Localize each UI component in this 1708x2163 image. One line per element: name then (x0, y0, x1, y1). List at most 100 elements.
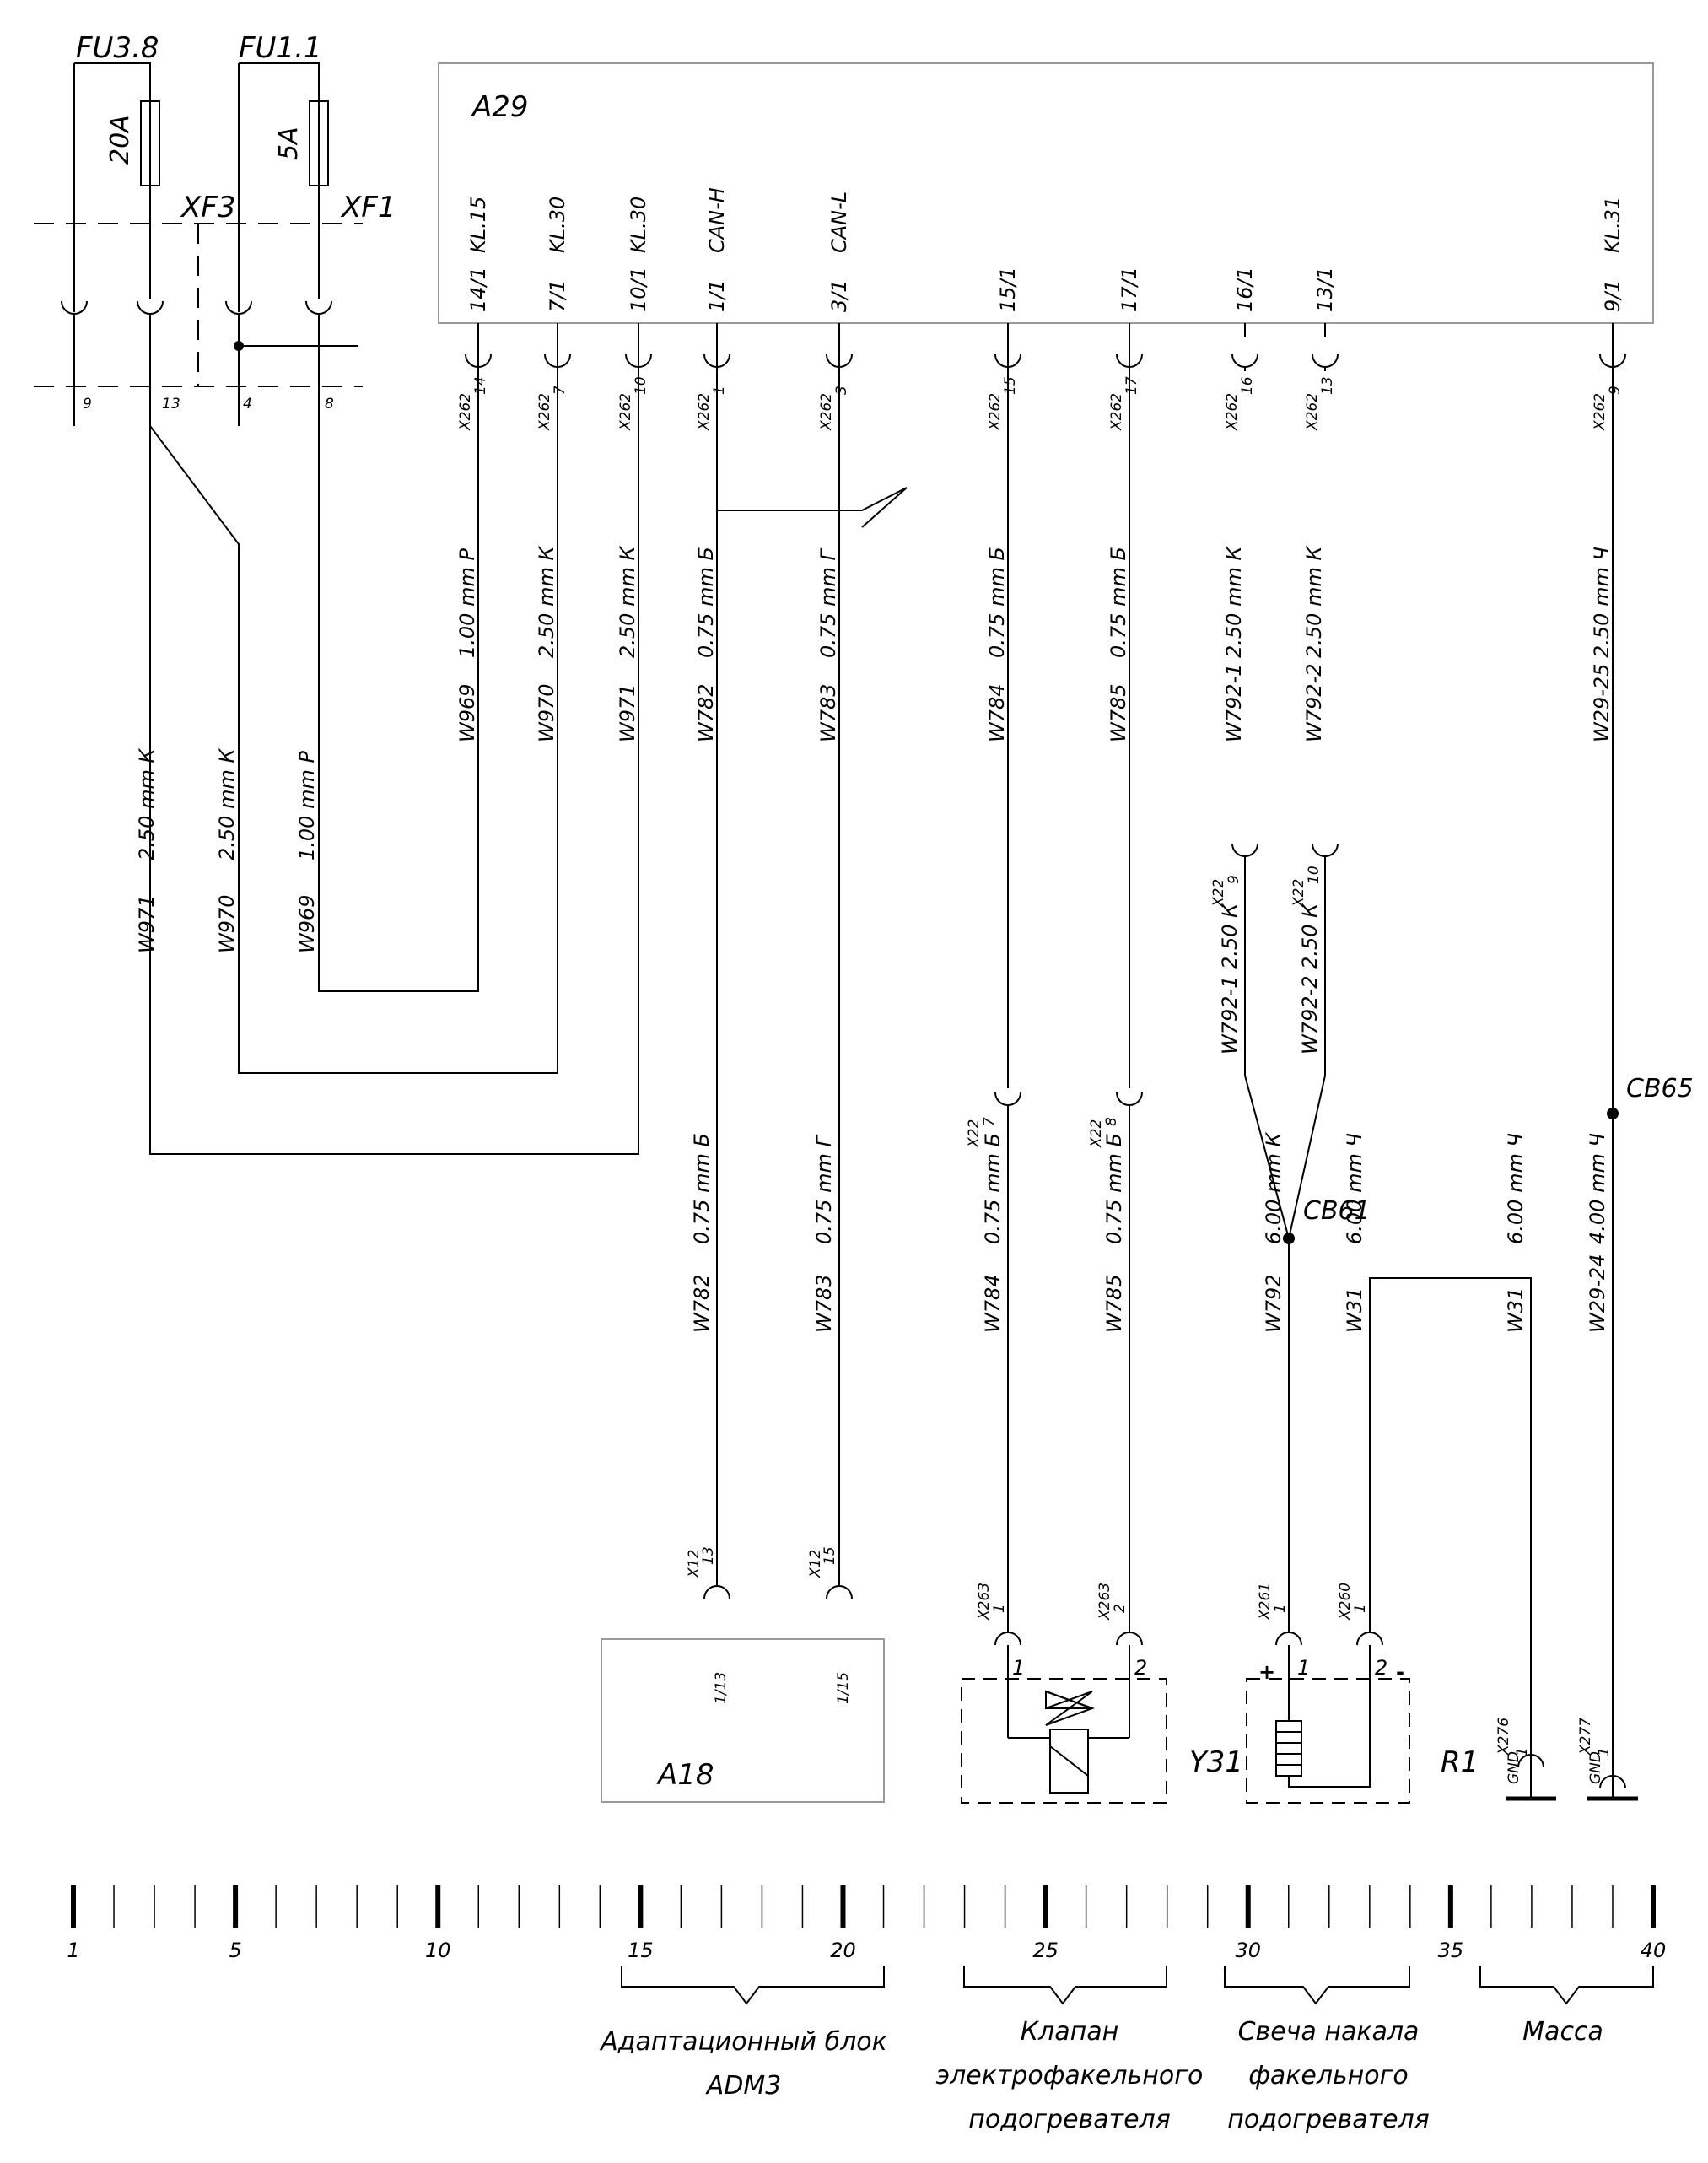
splice-label: CB61 (1303, 1196, 1371, 1226)
wire-spec: 0.75 mm Б (981, 1133, 1005, 1244)
wire-spec: 0.75 mm Б (1107, 547, 1130, 658)
wire-spec: 0.75 mm Б (690, 1133, 714, 1244)
connector-label: X262 (536, 393, 553, 431)
a29-pin-function: KL.30 (627, 197, 650, 253)
wire-label: W971 (616, 683, 639, 742)
connector-label: X262 (1224, 393, 1241, 431)
connector-label: X22 (966, 1119, 983, 1148)
splice-points: CB65 CB61 (1303, 1074, 1694, 1226)
component-pin: 2 (1134, 1656, 1147, 1680)
a29-pin-number: 1/1 (705, 279, 729, 312)
component-label: Y31 (1189, 1745, 1243, 1779)
svg-text:Свеча накала: Свеча накала (1238, 2017, 1420, 2047)
wire-spec: 2.50 mm К (535, 546, 558, 658)
scale-label: 15 (628, 1939, 654, 1962)
wire-spec: 0.75 mm Б (985, 547, 1009, 658)
fuse-rating: 20A (105, 115, 135, 165)
scale-label: 40 (1641, 1939, 1667, 1962)
wire-spec: 6.00 mm Ч (1343, 1133, 1366, 1244)
wire-label: W792-2 (1302, 664, 1326, 742)
connector-pin: 1 (711, 386, 728, 395)
connector-label: X22 (1210, 879, 1227, 908)
connector-label: X261 (1257, 1583, 1274, 1621)
module-label: A29 (471, 90, 529, 124)
wire-label: W970 (535, 683, 558, 742)
xf-pin: 8 (325, 396, 334, 413)
scale-label: 5 (229, 1939, 241, 1962)
connector-pin: 10 (1306, 866, 1323, 884)
wire-spec: 1.00 mm Р (295, 751, 319, 860)
a29-pin-function: KL.30 (546, 197, 569, 253)
scale-label: 10 (425, 1939, 451, 1962)
connector-pin: 7 (552, 386, 568, 395)
a29-pin-number: 10/1 (627, 267, 650, 312)
connector-label: X262 (987, 393, 1004, 431)
ground-label: GND (1506, 1751, 1522, 1784)
a29-pin-number: 3/1 (827, 279, 851, 312)
wire-label: W782 (694, 683, 718, 742)
wire-label: W782 (690, 1274, 714, 1333)
module-a29: A29 (438, 62, 1654, 324)
wire-label: W969 (295, 894, 319, 953)
connector-pin: 1 (1514, 1747, 1531, 1756)
connector-pin: 7 (981, 1117, 998, 1126)
fuse-fu3-8: FU3.8 20A (73, 31, 160, 312)
connector-label: X262 (818, 393, 835, 431)
connector-label: X22 (1088, 1119, 1105, 1148)
connector-pin: 13 (700, 1546, 717, 1565)
xf-pin: 4 (243, 396, 252, 413)
wire-label: W792-1 (1222, 664, 1246, 742)
wire-spec: 6.00 mm Ч (1504, 1133, 1528, 1244)
group-label-mass: Масса (1522, 2017, 1603, 2047)
wire-label: W785 (1107, 683, 1130, 742)
component-pin: 1 (1297, 1656, 1310, 1680)
wire-label: W783 (812, 1274, 836, 1333)
connector-label: X12 (686, 1550, 703, 1578)
connector-pin: 8 (1103, 1117, 1120, 1126)
group-label-plug: Свеча накала факельного подогревателя (1227, 2017, 1430, 2134)
module-a18: A18 X12 13 X12 15 1/13 1/15 (601, 1546, 885, 1803)
wire-spec: 1.00 mm Р (455, 548, 479, 658)
connector-pin: 2 (1112, 1604, 1129, 1613)
connector-pin: 15 (822, 1546, 838, 1565)
a29-pin-number: 13/1 (1313, 267, 1337, 312)
valve-y31: Y31 X263 1 X263 2 1 2 (961, 1583, 1243, 1804)
wire-spec: 2.50 mm К (616, 546, 639, 658)
a29-pin-function: CAN-H (705, 187, 729, 253)
component-label: R1 (1441, 1745, 1479, 1779)
xf1-label: XF1 (340, 191, 396, 224)
connector-label: X276 (1495, 1718, 1512, 1756)
wire-spec: 0.75 mm Б (1102, 1133, 1126, 1244)
svg-text:факельного: факельного (1248, 2061, 1409, 2090)
component-pin: 1 (1012, 1656, 1025, 1680)
wire-spec: 2.50 mm К (1302, 546, 1326, 658)
a29-pin-number: 14/1 (466, 267, 490, 312)
fuse-label: FU1.1 (239, 31, 322, 65)
a29-pin-function: KL.31 (1601, 197, 1624, 253)
can-twist-marker (717, 487, 908, 511)
a29-pin-number: 16/1 (1233, 267, 1257, 312)
component-pin: 2 (1375, 1656, 1387, 1680)
wire-spec: 2.50 mm К (135, 748, 159, 860)
x22-wire-label: W792-2 2.50 К (1298, 903, 1322, 1055)
wire-label: W31 (1504, 1287, 1528, 1333)
connector-label: X22 (1290, 879, 1307, 908)
wire-label: W969 (455, 683, 479, 742)
svg-text:Клапан: Клапан (1021, 2017, 1118, 2047)
group-label-valve: Клапан электрофакельного подогревателя (936, 2017, 1204, 2134)
wire-label: W29-25 (1590, 664, 1614, 742)
wire-label: W784 (985, 683, 1009, 742)
connector-label: X262 (457, 393, 474, 431)
scale-label: 25 (1032, 1939, 1059, 1962)
svg-text:Масса: Масса (1522, 2017, 1603, 2047)
connector-pin: 16 (1239, 376, 1256, 395)
a29-pin-number: 15/1 (996, 267, 1020, 312)
